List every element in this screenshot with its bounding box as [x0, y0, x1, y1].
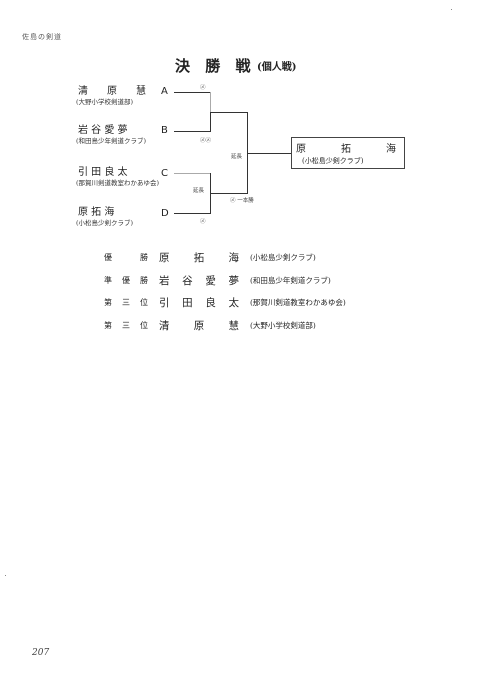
result-club-2: (和田島少年剣道クラブ) — [250, 276, 331, 285]
bracket-vert-ab-win — [210, 112, 211, 132]
bracket-line-a — [174, 92, 210, 93]
score-final-bottom: ㋱ 一本勝 — [230, 198, 254, 204]
result-club-3: (那賀川剣道教室わかあゆ会) — [250, 298, 346, 307]
winner-club: (小松島少剣クラブ) — [302, 157, 364, 165]
result-name-1: 原 拓 海 — [159, 252, 239, 264]
winner-name: 原 拓 海 — [296, 144, 396, 155]
result-label-2: 準 優 勝 — [104, 276, 148, 285]
result-label-3: 第 三 位 — [104, 298, 148, 307]
scan-speck — [5, 575, 6, 576]
player-a-letter: A — [161, 86, 168, 97]
scan-speck — [451, 9, 452, 10]
player-d-name: 原 拓 海 — [78, 207, 115, 218]
player-d-club: (小松島少剣クラブ) — [76, 219, 134, 227]
bracket-out-final — [247, 153, 291, 154]
result-label-4: 第 三 位 — [104, 321, 148, 330]
player-c-club: (那賀川剣道教室わかあゆ会) — [76, 179, 160, 187]
score-d: ㋱ — [200, 219, 206, 225]
player-b-club: (和田島少年剣道クラブ) — [76, 137, 147, 145]
player-c-name: 引 田 良 太 — [78, 167, 128, 178]
score-semi-cd: 延長 — [193, 188, 205, 194]
score-b: ㋱㋱ — [200, 138, 212, 144]
result-name-2: 岩 谷 愛 夢 — [159, 275, 239, 287]
bracket-out-cd — [210, 193, 247, 194]
result-club-4: (大野小学校剣道部) — [250, 321, 316, 330]
bracket-line-c — [174, 173, 210, 174]
score-final-top: 延長 — [231, 154, 243, 160]
page-number: 207 — [32, 648, 50, 658]
running-header: 佐島の剣道 — [22, 33, 62, 41]
player-c-letter: C — [161, 168, 168, 179]
page-title: 決 勝 戦 — [175, 57, 256, 75]
result-name-4: 清 原 慧 — [159, 320, 239, 332]
page-subtitle: (個人戦) — [257, 62, 297, 73]
result-club-1: (小松島少剣クラブ) — [250, 253, 316, 262]
result-label-1: 優 勝 — [104, 253, 148, 262]
result-name-3: 引 田 良 太 — [159, 297, 239, 309]
score-a: ㋱ — [200, 85, 206, 91]
player-b-letter: B — [161, 125, 168, 136]
player-a-club: (大野小学校剣道部) — [76, 98, 134, 106]
player-a-name: 清 原 慧 — [78, 86, 146, 97]
player-b-name: 岩 谷 愛 夢 — [78, 125, 128, 136]
winner-box — [291, 137, 405, 169]
player-d-letter: D — [161, 208, 169, 219]
bracket-line-d — [174, 213, 210, 214]
bracket-line-b — [174, 131, 210, 132]
bracket-out-ab — [210, 112, 247, 113]
